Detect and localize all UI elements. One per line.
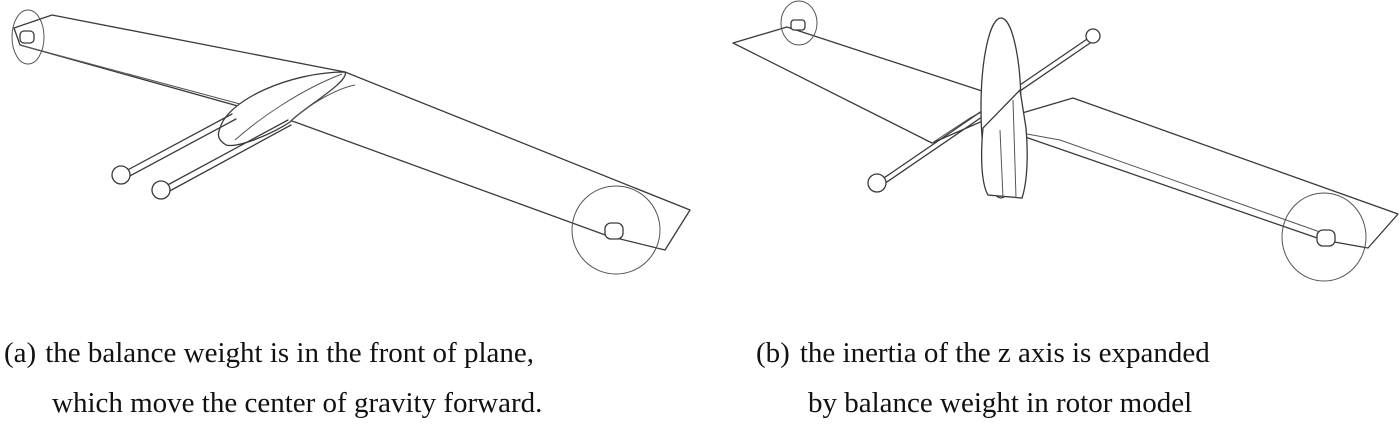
aircraft-drawings — [11, 0, 1399, 282]
panel-b-balance-weight-1 — [867, 173, 887, 193]
panel-a-fuselage-spine — [234, 73, 343, 141]
panel-a-rotor-left — [11, 9, 45, 65]
panel-a-balance-weight-2 — [151, 180, 171, 200]
caption-a-text-2: which move the center of gravity forward… — [52, 387, 543, 419]
caption-a-line-1: (a)the balance weight is in the front of… — [4, 328, 542, 378]
caption-b: (b) the inertia of the z axis is expanded… — [756, 328, 1210, 428]
panel-b-wing-right — [1004, 97, 1399, 249]
panel-a-rotor-right — [571, 185, 661, 275]
panel-a-rod-1 — [121, 113, 233, 174]
panel-b-balance-weight-2 — [1085, 28, 1101, 44]
caption-a-tag: (a) — [4, 337, 37, 369]
panel-b-wing-left — [732, 26, 986, 144]
caption-b-text-1: the inertia of the z axis is expanded — [799, 337, 1210, 369]
panel-a-drawing — [11, 9, 691, 275]
panel-a-rod-2 — [161, 119, 289, 189]
caption-b-line-1: (b) the inertia of the z axis is expanded — [756, 328, 1210, 378]
panel-b-motor-right — [1316, 229, 1336, 247]
caption-a: (a)the balance weight is in the front of… — [4, 328, 542, 428]
panel-b-rotor-right — [1281, 192, 1367, 282]
caption-b-tag: (b) — [756, 337, 790, 369]
panel-a-motor-right — [604, 222, 624, 240]
panel-a-motor-left — [19, 30, 35, 44]
panel-a-fuselage — [217, 71, 346, 147]
panel-b-motor-left — [790, 19, 806, 31]
panel-a-balance-weight-1 — [111, 165, 131, 185]
panel-b-fin — [980, 88, 1028, 199]
panel-b-rotor-left — [780, 0, 818, 46]
panel-b-drawing — [732, 0, 1399, 282]
panel-a-wing — [13, 14, 691, 251]
caption-b-text-2: by balance weight in rotor model — [808, 387, 1193, 419]
caption-a-text-1: the balance weight is in the front of pl… — [45, 337, 534, 369]
